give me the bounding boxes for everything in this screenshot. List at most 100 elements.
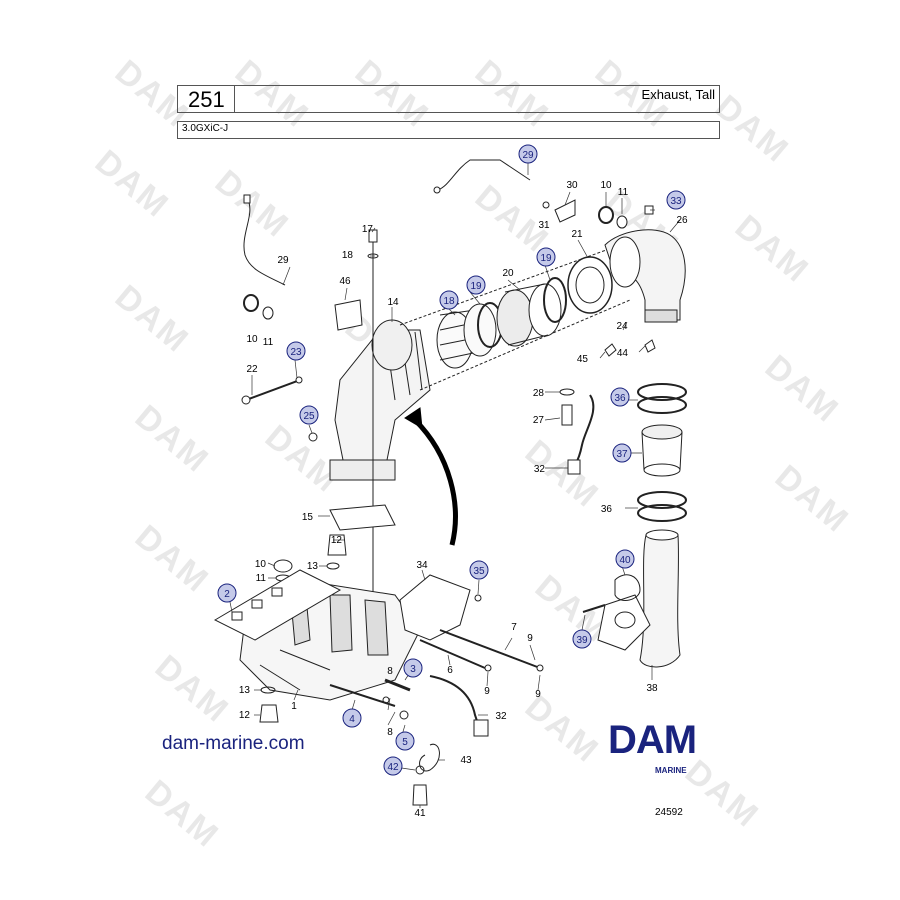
part-label: 28 bbox=[533, 388, 545, 399]
part-label: 25 bbox=[303, 411, 315, 422]
part-label: 23 bbox=[290, 347, 302, 358]
part-label: 31 bbox=[538, 220, 550, 231]
callout-25 bbox=[299, 405, 319, 425]
bracket-34 bbox=[399, 574, 471, 641]
page-number-box: 251 bbox=[178, 86, 235, 112]
callout-37 bbox=[612, 443, 632, 463]
sensor-44 bbox=[644, 339, 656, 353]
screw-31 bbox=[542, 201, 550, 209]
nut-9-a bbox=[484, 664, 492, 672]
page-number: 251 bbox=[188, 87, 225, 112]
callout-40 bbox=[615, 549, 635, 569]
part-label: 29 bbox=[522, 150, 534, 161]
part-label: 19 bbox=[540, 253, 552, 264]
part-label: 37 bbox=[616, 449, 628, 460]
sleeve-20 bbox=[496, 283, 562, 347]
flange-21 bbox=[567, 256, 613, 314]
part-label: 36 bbox=[601, 504, 613, 515]
part-label: 46 bbox=[339, 276, 351, 287]
part-label: 4 bbox=[349, 714, 355, 725]
part-label: 11 bbox=[256, 573, 267, 584]
model-box: 3.0GXiC-J bbox=[177, 121, 720, 139]
hose-37 bbox=[641, 424, 683, 477]
callout-33 bbox=[666, 190, 686, 210]
stud-6 bbox=[419, 639, 486, 669]
part-label: 6 bbox=[447, 665, 453, 676]
part-label: 43 bbox=[460, 755, 472, 766]
callout-42 bbox=[383, 756, 403, 776]
clamp-36-lower bbox=[637, 491, 687, 522]
plug-27 bbox=[561, 404, 573, 426]
clamp-19-b bbox=[543, 277, 567, 323]
part-label: 14 bbox=[387, 297, 399, 308]
callout-29 bbox=[518, 144, 538, 164]
part-label: 10 bbox=[246, 334, 258, 345]
part-label: 8 bbox=[387, 727, 393, 738]
part-label: 21 bbox=[571, 229, 583, 240]
part-label: 39 bbox=[576, 635, 588, 646]
part-label: 12 bbox=[331, 535, 343, 546]
bolt-22 bbox=[245, 379, 301, 401]
nut-5 bbox=[399, 710, 409, 720]
oring-28 bbox=[559, 388, 575, 396]
part-label: 40 bbox=[619, 555, 631, 566]
callout-3 bbox=[403, 658, 423, 678]
sensor-cable-32-upper bbox=[574, 394, 595, 466]
callout-19-right bbox=[536, 247, 556, 267]
part-label: 24 bbox=[616, 321, 628, 332]
part-label: 12 bbox=[239, 710, 251, 721]
sensor-cable-29-top bbox=[437, 159, 531, 191]
sensor-cable-29-left bbox=[243, 199, 286, 286]
oring-11-right bbox=[616, 215, 628, 229]
manifold-gasket-2 bbox=[213, 569, 342, 641]
oring-42 bbox=[415, 765, 425, 775]
brand-logo-subtext: MARINE bbox=[655, 766, 687, 775]
callout-35 bbox=[469, 560, 489, 580]
part-label: 33 bbox=[670, 196, 682, 207]
oring-11-left bbox=[262, 306, 274, 320]
nut-23 bbox=[295, 376, 303, 384]
part-label: 9 bbox=[527, 633, 533, 644]
gasket-10-right bbox=[598, 206, 614, 224]
part-label: 30 bbox=[566, 180, 578, 191]
part-label: 32 bbox=[534, 464, 546, 475]
website-link[interactable]: dam-marine.com bbox=[162, 733, 305, 754]
bracket-46 bbox=[334, 299, 363, 331]
callout-4 bbox=[342, 708, 362, 728]
part-label: 10 bbox=[600, 180, 612, 191]
callout-19-left bbox=[466, 275, 486, 295]
part-label: 20 bbox=[502, 268, 514, 279]
callout-36-top bbox=[610, 387, 630, 407]
bellows-18 bbox=[436, 303, 497, 369]
bracket-30 bbox=[554, 199, 576, 223]
part-label: 9 bbox=[484, 686, 490, 697]
callout-23 bbox=[286, 341, 306, 361]
part-label: 44 bbox=[617, 348, 629, 359]
bolt-39 bbox=[582, 604, 606, 613]
part-label: 45 bbox=[577, 354, 589, 365]
washer-8 bbox=[382, 696, 390, 704]
part-label: 18 bbox=[342, 250, 354, 261]
brand-logo: DAM bbox=[608, 718, 697, 762]
washer-35 bbox=[474, 594, 482, 602]
part-label: 34 bbox=[416, 560, 428, 571]
part-label: 13 bbox=[307, 561, 319, 572]
part-label: 36 bbox=[614, 393, 626, 404]
exhaust-pipe-38 bbox=[639, 534, 681, 668]
gasket-15 bbox=[329, 504, 396, 531]
clamp-36-upper bbox=[637, 383, 687, 414]
gasket-10-left bbox=[243, 294, 259, 312]
elbow-flange bbox=[329, 459, 396, 481]
part-label: 13 bbox=[239, 685, 251, 696]
part-label: 41 bbox=[414, 808, 426, 819]
clip-43 bbox=[419, 743, 440, 772]
part-label: 10 bbox=[255, 559, 267, 570]
part-label: 22 bbox=[246, 364, 258, 375]
oring-13-upper bbox=[326, 562, 340, 570]
cap-10 bbox=[273, 559, 293, 573]
sensor-connector bbox=[243, 194, 251, 204]
callout-5 bbox=[395, 731, 415, 751]
drawing-number: 24592 bbox=[655, 807, 683, 818]
callout-39 bbox=[572, 629, 592, 649]
